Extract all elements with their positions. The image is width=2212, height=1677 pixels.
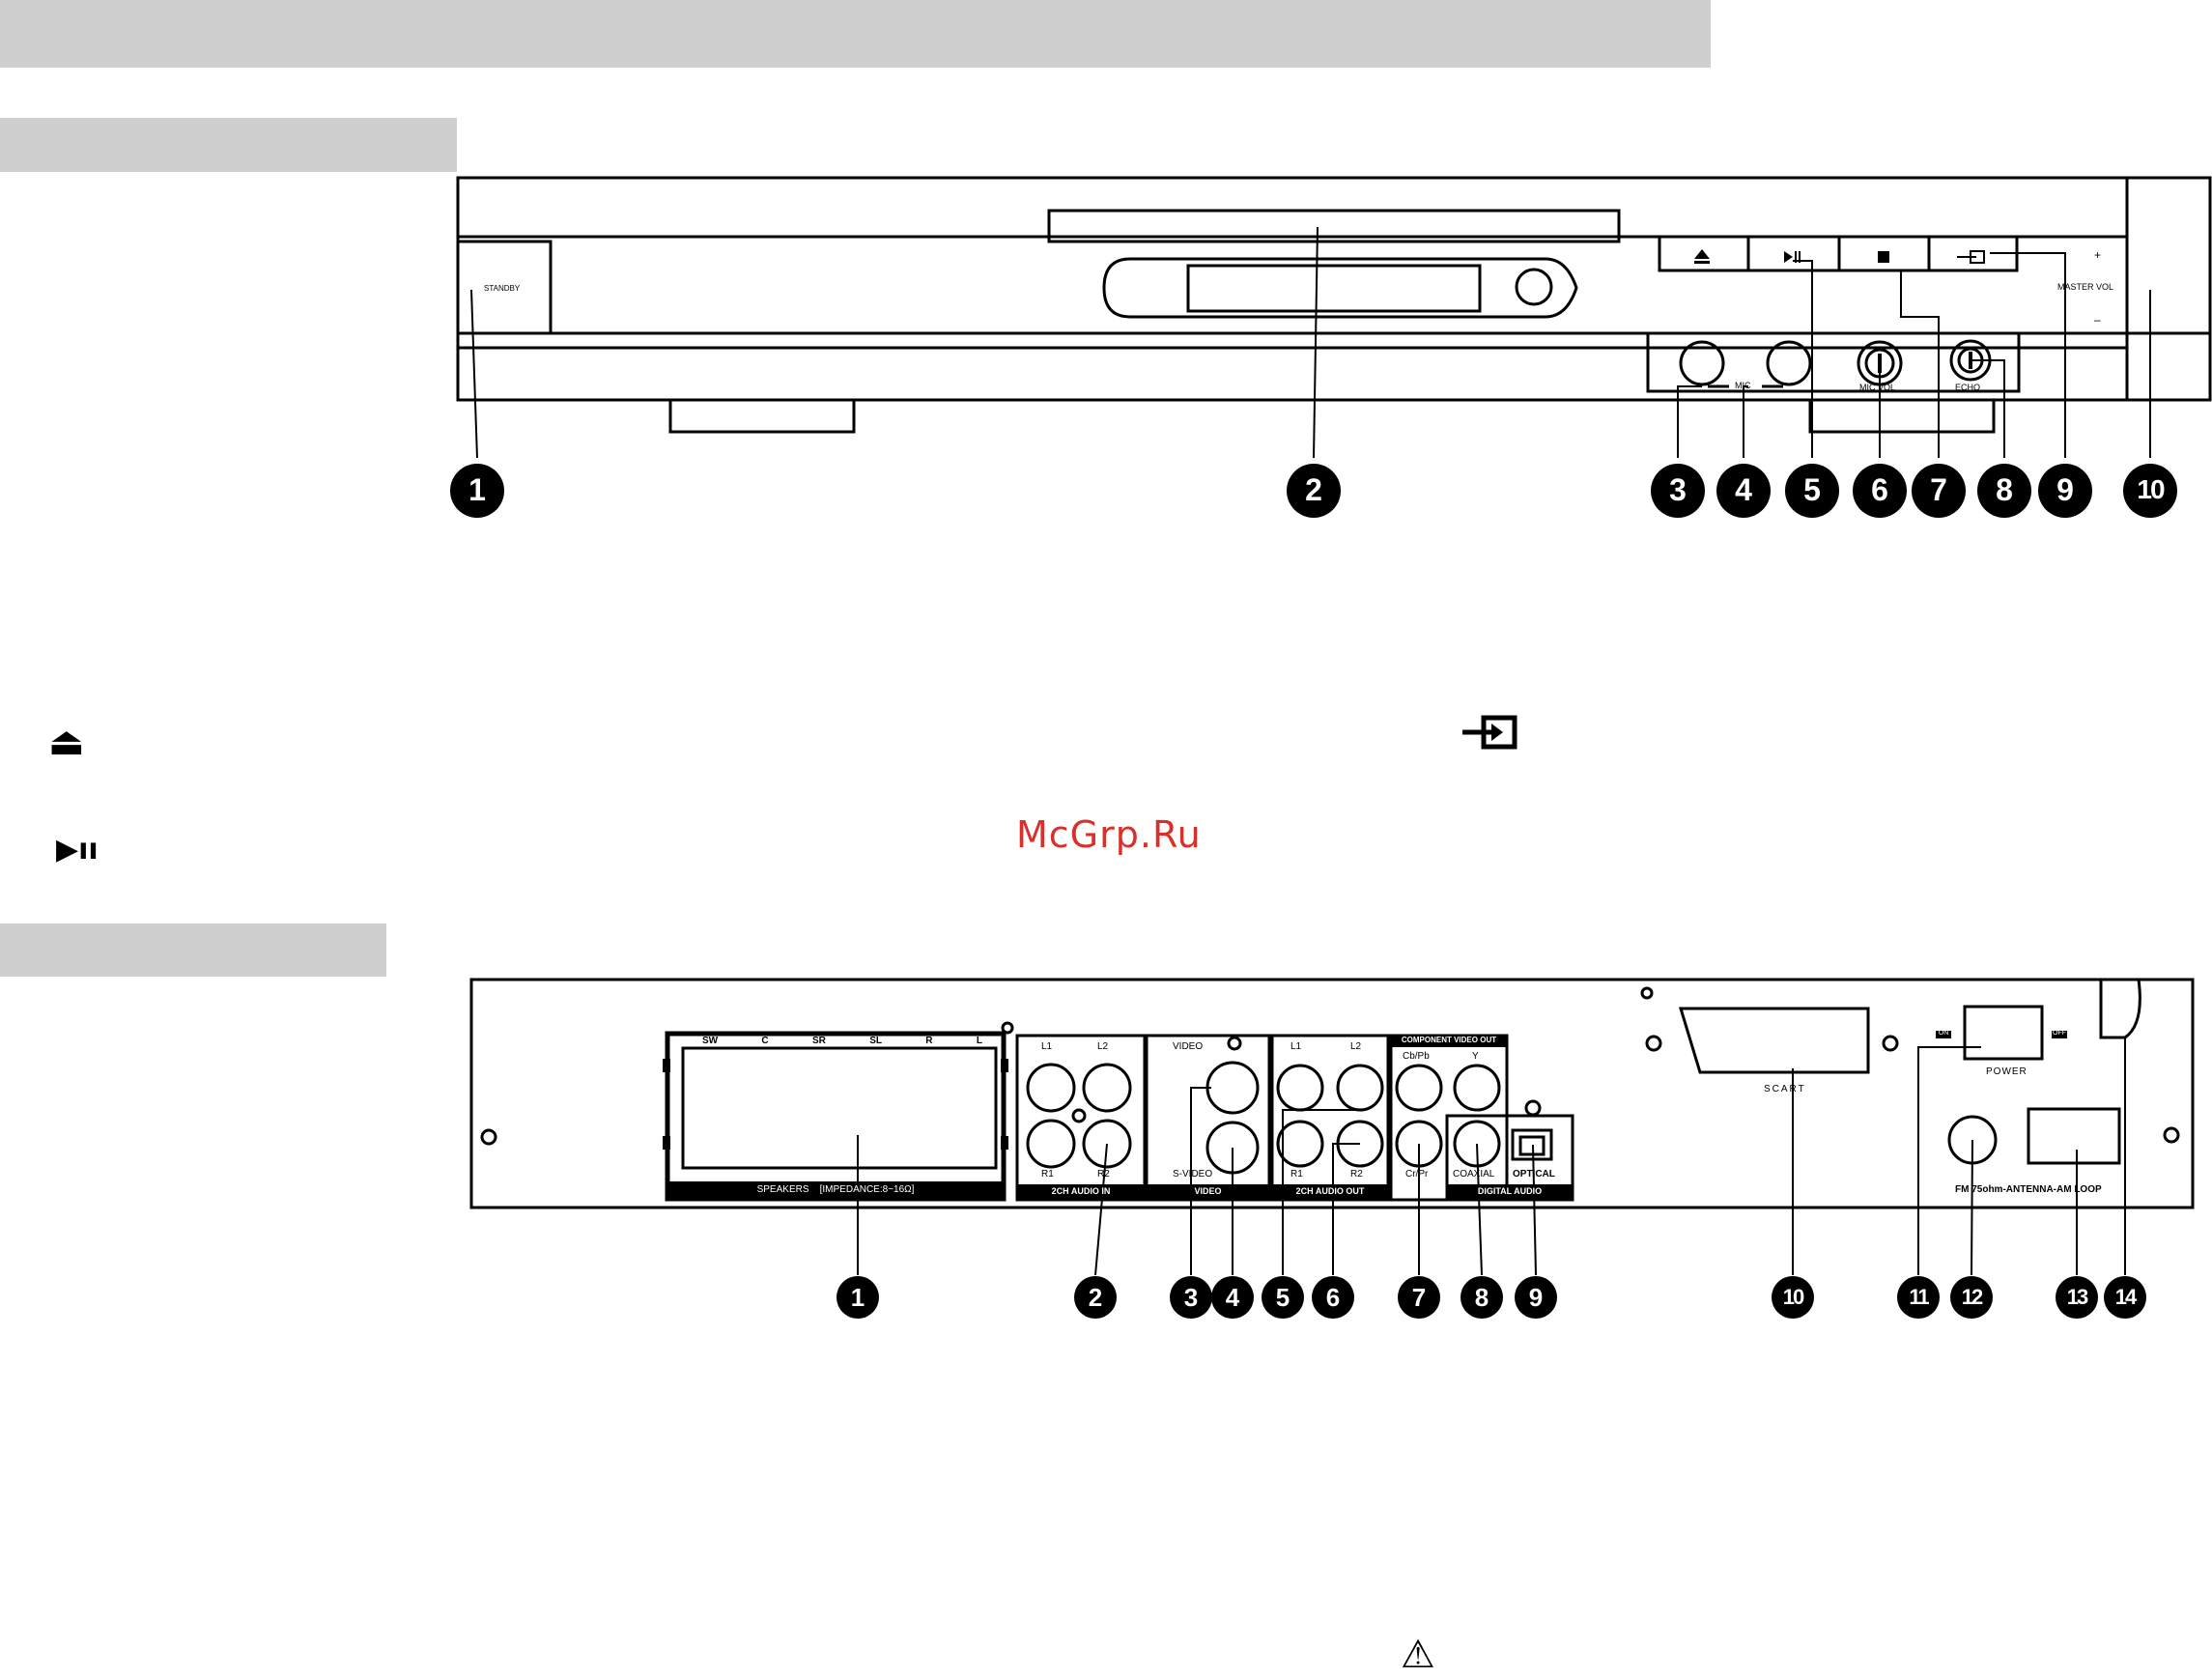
component-y-label: Y <box>1472 1051 1479 1062</box>
component-title: COMPONENT VIDEO OUT <box>1401 1036 1497 1044</box>
speaker-channel-r: R <box>925 1036 933 1046</box>
front-callout-2: 2 <box>1305 472 1322 507</box>
front-callout-9: 9 <box>2056 472 2074 507</box>
rear-callout-6: 6 <box>1325 1283 1341 1312</box>
rear-callout-12: 12 <box>1961 1285 1983 1309</box>
rear-callout-14: 14 <box>2114 1285 2137 1309</box>
rear-callout-2: 2 <box>1088 1283 1103 1312</box>
rear-callout-8: 8 <box>1474 1283 1489 1312</box>
front-callout-10: 10 <box>2137 474 2165 504</box>
speaker-channel-c: C <box>761 1036 769 1046</box>
power-label: POWER <box>1986 1066 2028 1077</box>
rear-callout-10: 10 <box>1782 1285 1804 1309</box>
component-cr-label: Cr/Pr <box>1405 1169 1429 1180</box>
front-callout-6: 6 <box>1871 472 1888 507</box>
speaker-channel-labels: SW C SR SL R L <box>702 1036 982 1046</box>
component-cb-label: Cb/Pb <box>1403 1051 1430 1062</box>
svideo-label: S-VIDEO <box>1173 1169 1213 1180</box>
audio-out-title: 2CH AUDIO OUT <box>1295 1186 1365 1196</box>
front-panel-heading-bar <box>0 118 457 172</box>
volume-plus: + <box>2094 248 2102 262</box>
speaker-channel-sl: SL <box>869 1036 882 1046</box>
standby-label: STANDBY <box>484 284 521 293</box>
rear-panel-heading-bar <box>0 924 386 977</box>
warning-icon: ⚠ <box>1401 1633 1435 1677</box>
video-label: VIDEO <box>1173 1041 1204 1052</box>
rear-callout-5: 5 <box>1275 1283 1290 1312</box>
play-pause-icon: ▶ıı <box>56 833 99 867</box>
audio-out-l2: L2 <box>1350 1041 1362 1052</box>
audio-out-r2: R2 <box>1350 1169 1363 1180</box>
speakers-label: SPEAKERS [IMPEDANCE:8~16Ω] <box>756 1184 915 1195</box>
rear-callout-1: 1 <box>850 1283 865 1312</box>
audio-in-l1: L1 <box>1041 1041 1053 1052</box>
audio-in-l2: L2 <box>1097 1041 1109 1052</box>
coaxial-label: COAXIAL <box>1453 1169 1495 1180</box>
volume-minus: – <box>2094 313 2101 327</box>
eject-icon: ⏏ <box>48 720 85 764</box>
rear-callout-4: 4 <box>1225 1283 1240 1312</box>
scart-label: SCART <box>1764 1084 1806 1094</box>
rear-callout-11: 11 <box>1909 1285 1929 1309</box>
section-title-bar <box>0 0 1711 68</box>
power-on-label: ON <box>1938 1030 1949 1037</box>
mic-vol-label: MIC VOL <box>1859 383 1896 392</box>
rear-callout-13: 13 <box>2066 1285 2088 1309</box>
video-title: VIDEO <box>1194 1186 1222 1196</box>
speaker-channel-sr: SR <box>811 1036 826 1046</box>
audio-out-r1: R1 <box>1290 1169 1303 1180</box>
front-callout-8: 8 <box>1996 472 2013 507</box>
antenna-label: FM 75ohm-ANTENNA-AM LOOP <box>1955 1184 2102 1195</box>
front-callout-3: 3 <box>1669 472 1687 507</box>
front-callout-5: 5 <box>1803 472 1821 507</box>
speaker-channel-sw: SW <box>702 1036 719 1046</box>
audio-in-r1: R1 <box>1041 1169 1054 1180</box>
audio-out-l1: L1 <box>1290 1041 1302 1052</box>
watermark: McGrp.Ru <box>1016 813 1202 856</box>
front-callout-7: 7 <box>1930 472 1947 507</box>
power-off-label: OFF <box>2053 1030 2066 1037</box>
echo-label: ECHO <box>1955 383 1981 392</box>
input-icon <box>1460 715 1518 753</box>
rear-callout-9: 9 <box>1528 1283 1544 1312</box>
audio-in-r2: R2 <box>1097 1169 1110 1180</box>
master-vol-label: MASTER VOL <box>2057 282 2114 292</box>
front-callout-1: 1 <box>468 472 486 507</box>
optical-label: OPTICAL <box>1513 1169 1555 1180</box>
front-callout-4: 4 <box>1735 472 1752 507</box>
mic-label: MIC <box>1735 381 1751 390</box>
speaker-channel-l: L <box>976 1036 982 1046</box>
rear-callout-3: 3 <box>1183 1283 1199 1312</box>
rear-callout-7: 7 <box>1411 1283 1427 1312</box>
digital-audio-title: DIGITAL AUDIO <box>1477 1186 1543 1196</box>
audio-in-title: 2CH AUDIO IN <box>1051 1186 1111 1196</box>
